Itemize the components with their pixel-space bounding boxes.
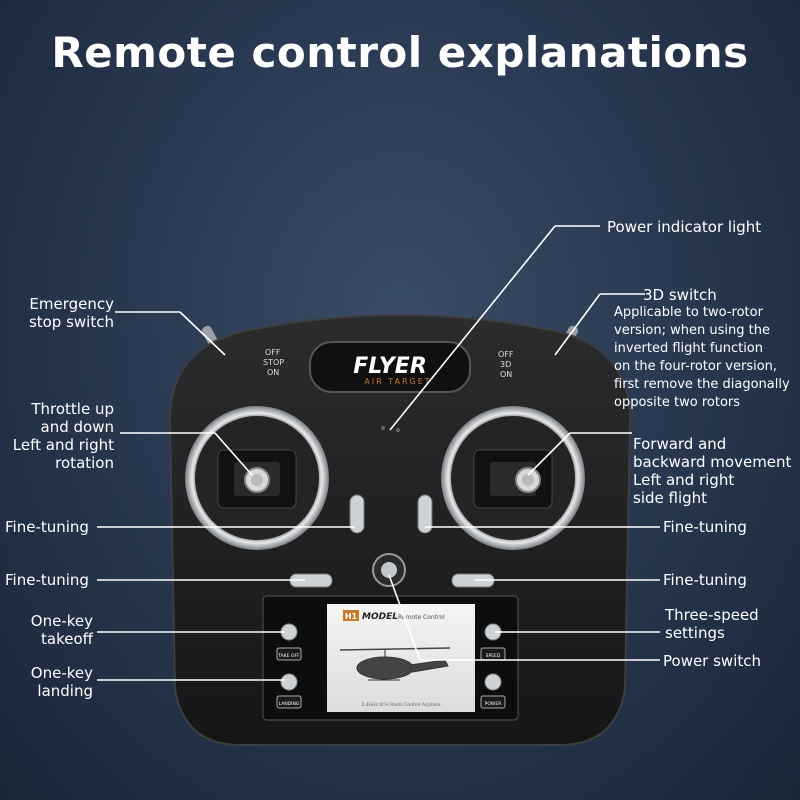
label-power-switch: Power switch [663, 652, 762, 670]
brand-sub: AIR TARGET [364, 377, 431, 386]
left-switch-stop: STOP [263, 358, 284, 367]
power-indicator-light [381, 426, 385, 430]
brand-logo: FLYER [353, 354, 427, 379]
right-switch-off: OFF [498, 350, 514, 359]
screen-brand: MODEL [362, 612, 398, 622]
screen-footer: 2.4GHz 6CH Radio Control Airplane [361, 702, 440, 708]
label-fine-tuning-left-2: Fine-tuning [5, 571, 89, 589]
label-forward-backward: Forward and backward movement Left and r… [633, 435, 792, 507]
label-throttle: Throttle up and down Left and right rota… [12, 400, 114, 472]
left-vertical-trim [349, 494, 365, 534]
power-button-label: POWER [485, 701, 502, 707]
screen-subtitle: Remote Control [398, 614, 445, 621]
screen-brand-badge: H1 [345, 612, 358, 621]
label-fine-tuning-right-1: Fine-tuning [663, 518, 747, 536]
screen-display [327, 604, 475, 712]
right-vertical-trim [417, 494, 433, 534]
power-switch[interactable] [372, 553, 406, 587]
landing-button-label: LANDING [279, 701, 300, 707]
label-power-indicator: Power indicator light [607, 218, 762, 236]
label-emergency-stop: Emergency stop switch [28, 295, 114, 331]
page-title: Remote control explanations [51, 28, 749, 77]
power-button[interactable] [480, 673, 506, 709]
label-3d-switch-desc: Applicable to two-rotor version; when us… [614, 305, 790, 410]
takeoff-button-label: TAKE OFF [277, 653, 300, 659]
left-switch-off: OFF [265, 348, 281, 357]
landing-button[interactable] [276, 673, 302, 709]
label-one-key-takeoff: One-key takeoff [30, 612, 93, 648]
left-switch-on: ON [267, 368, 279, 377]
right-switch-on: ON [500, 370, 512, 379]
speed-button-label: SPEED [486, 653, 501, 659]
right-joystick[interactable] [441, 406, 585, 550]
label-fine-tuning-right-2: Fine-tuning [663, 571, 747, 589]
label-fine-tuning-left-1: Fine-tuning [5, 518, 89, 536]
takeoff-button[interactable] [276, 623, 302, 661]
label-three-speed: Three-speed settings [665, 606, 759, 642]
left-joystick[interactable] [185, 406, 329, 550]
helicopter-icon [339, 647, 451, 681]
label-3d-switch-title: 3D switch [643, 286, 717, 304]
label-one-key-landing: One-key landing [30, 664, 93, 700]
right-switch-3d: 3D [500, 360, 511, 369]
